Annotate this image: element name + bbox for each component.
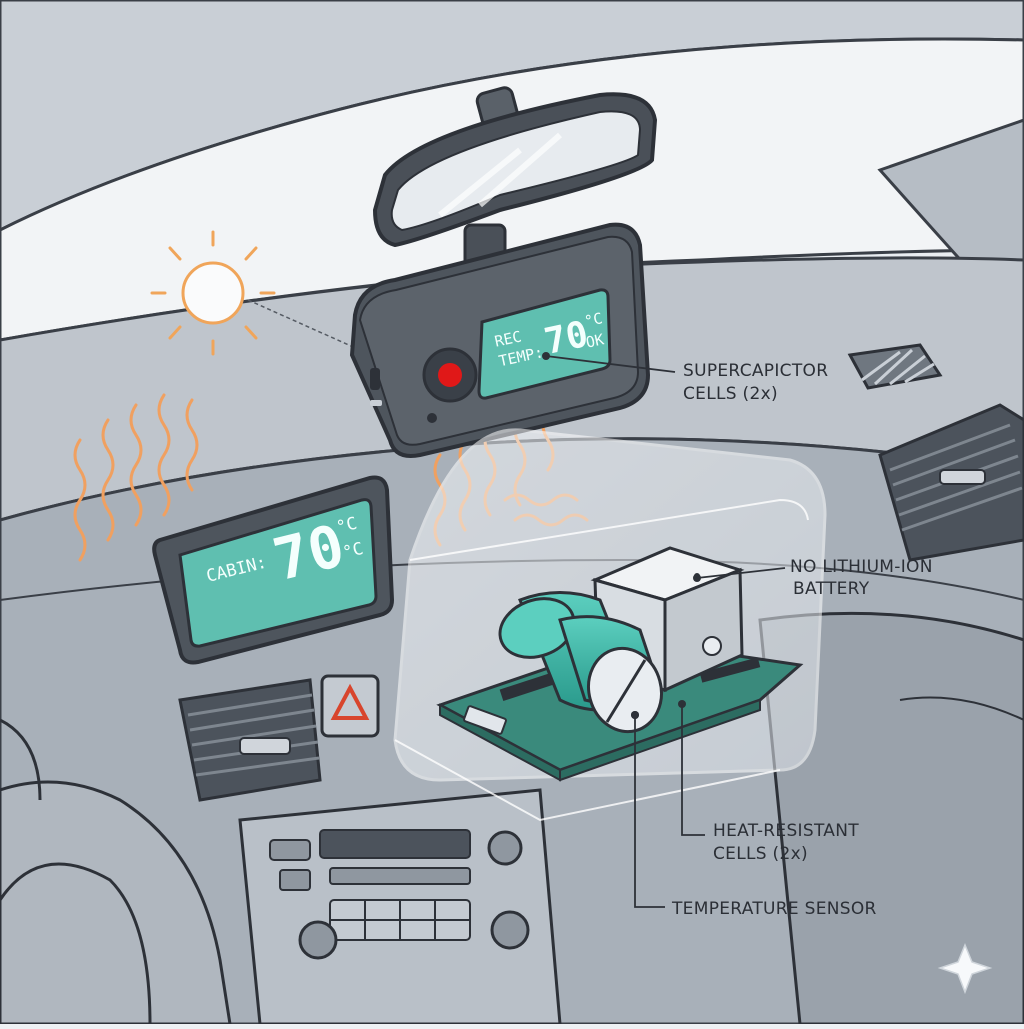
dashcam-screen-line1: REC (493, 327, 523, 350)
dashcam-slot (370, 368, 380, 390)
panel-line (899, 696, 1024, 721)
callout-heat-resistant-line2: CELLS (2x) (713, 844, 808, 864)
left-air-vent (178, 678, 322, 802)
cabin-display: CABIN: 70 °C °C (152, 475, 395, 665)
callout-no-lithium-line2: BATTERY (793, 579, 870, 599)
callout-supercapacitor-line1: SUPERCAPICTOR (683, 361, 828, 381)
record-button[interactable] (422, 347, 478, 403)
right-air-vent (878, 403, 1024, 562)
dashcam-led (370, 400, 382, 406)
sparkle-icon (937, 943, 993, 995)
radio-unit (238, 788, 562, 1026)
sun-icon (150, 230, 276, 356)
cabin-temp-unit-bottom: °C (341, 539, 366, 563)
dashcam-status: OK (584, 330, 605, 351)
callout-temperature-sensor: TEMPERATURE SENSOR (671, 899, 877, 919)
dashcam: REC TEMP: 70 °C OK (349, 222, 651, 458)
callout-supercapacitor-line2: CELLS (2x) (683, 384, 778, 404)
steering-wheel (0, 718, 232, 1026)
hazard-button[interactable] (320, 674, 380, 738)
heat-waves-left (73, 393, 199, 562)
supercapacitor-cells (498, 591, 663, 734)
callout-leaders (542, 352, 786, 908)
cabin-temp-unit-top: °C (334, 514, 359, 538)
dashcam-mic (427, 413, 437, 423)
hazard-triangle-icon (330, 683, 370, 720)
callout-no-lithium-line1: NO LITHIUM-ION (790, 557, 933, 577)
record-dot-icon (438, 363, 462, 387)
defrost-vent (847, 343, 943, 390)
dashcam-temp-unit: °C (583, 309, 604, 330)
callout-heat-resistant-line1: HEAT-RESISTANT (713, 821, 859, 841)
dashcam-screen: REC TEMP: 70 °C OK (477, 288, 612, 400)
cabin-temp-value: 70 (267, 511, 351, 594)
